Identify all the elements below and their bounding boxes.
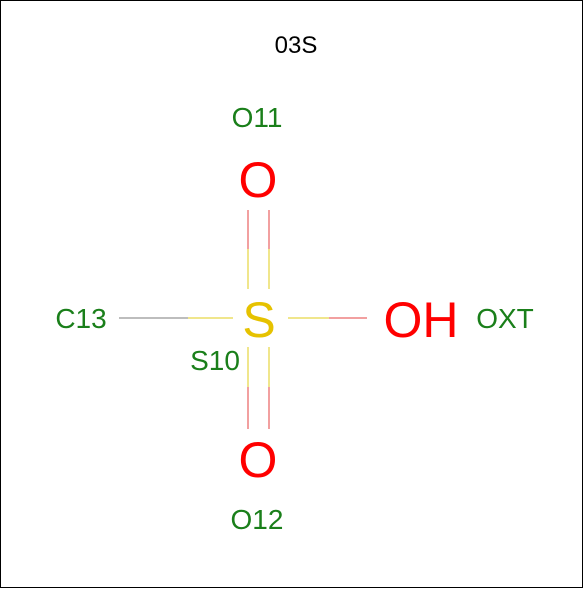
label-oxt: OXT	[476, 303, 534, 334]
bond-s10-o12-double	[247, 347, 270, 429]
label-o11: O11	[232, 102, 283, 133]
atom-oxt: OH	[384, 292, 459, 348]
diagram-title: 03S	[275, 32, 318, 59]
atom-s10: S	[242, 292, 275, 348]
label-s10: S10	[190, 345, 240, 376]
label-c13: C13	[55, 303, 106, 334]
atom-o11: O	[239, 152, 278, 208]
bond-s10-o11-double	[247, 210, 270, 289]
label-o12: O12	[231, 504, 284, 535]
atom-o12: O	[239, 432, 278, 488]
